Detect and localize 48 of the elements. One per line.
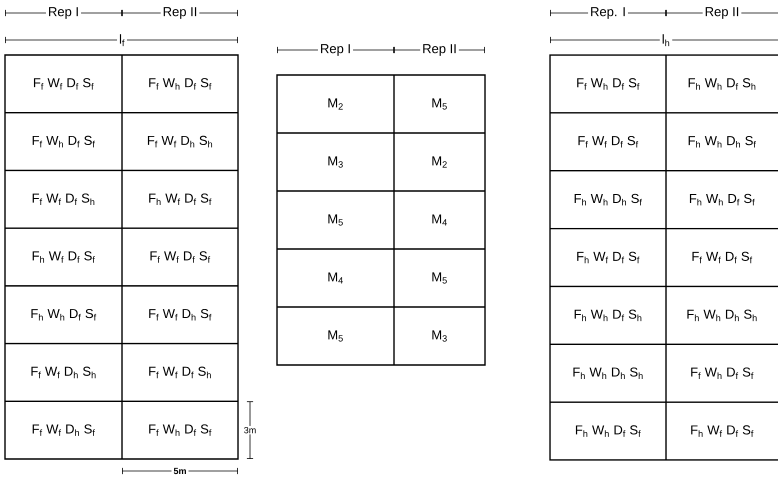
plot-label: M$_{4}$ (328, 272, 343, 284)
dimension-label: l$_{f}$ (117, 32, 127, 48)
plot-label: F$_{f}$ W$_{f}$ D$_{h}$ S$_{f}$ (32, 424, 95, 436)
plot-label: F$_{f}$ W$_{h}$ D$_{f}$ S$_{f}$ (149, 78, 212, 90)
plot-label: F$_{f}$ W$_{f}$ D$_{f}$ S$_{h}$ (149, 366, 211, 378)
plot-label: F$_{h}$ W$_{h}$ D$_{f}$ S$_{h}$ (574, 310, 642, 322)
plot-label: F$_{h}$ W$_{f}$ D$_{f}$ S$_{f}$ (32, 251, 95, 263)
dimension-label: l$_{h}$ (660, 32, 672, 48)
dimension-label: 3m (242, 426, 258, 434)
plot-label: M$_{3}$ (432, 330, 447, 342)
plot-label: F$_{f}$ W$_{h}$ D$_{f}$ S$_{f}$ (577, 78, 640, 90)
plot-label: F$_{f}$ W$_{f}$ D$_{h}$ S$_{h}$ (31, 366, 96, 378)
dimension-label: Rep. I (588, 5, 628, 21)
dimension-label: Rep II (702, 5, 742, 21)
dimension-label: Rep II (160, 5, 200, 21)
plot-label: F$_{h}$ W$_{f}$ D$_{f}$ S$_{f}$ (149, 194, 212, 206)
plot-label: F$_{f}$ W$_{f}$ D$_{f}$ S$_{f}$ (692, 252, 752, 264)
plot-label: F$_{f}$ W$_{f}$ D$_{f}$ S$_{f}$ (578, 136, 638, 148)
plot-label: F$_{h}$ W$_{h}$ D$_{f}$ S$_{f}$ (576, 425, 641, 437)
plot-label: F$_{h}$ W$_{f}$ D$_{f}$ S$_{f}$ (691, 425, 754, 437)
plot-label: F$_{h}$ W$_{h}$ D$_{h}$ S$_{h}$ (687, 310, 757, 322)
plot-label: M$_{2}$ (432, 156, 447, 168)
dimension-label: Rep I (46, 5, 82, 21)
plot-label: M$_{3}$ (328, 156, 343, 168)
plot-label: F$_{f}$ W$_{f}$ D$_{f}$ S$_{f}$ (150, 251, 210, 263)
plot-label: F$_{h}$ W$_{h}$ D$_{f}$ S$_{f}$ (690, 194, 755, 206)
dimension-label: 5m (172, 466, 188, 476)
plot-label: F$_{f}$ W$_{f}$ D$_{f}$ S$_{h}$ (32, 194, 94, 206)
plot-label: F$_{h}$ W$_{h}$ D$_{h}$ S$_{h}$ (573, 367, 643, 379)
plot-label: F$_{h}$ W$_{h}$ D$_{f}$ S$_{h}$ (688, 78, 756, 90)
plot-label: M$_{5}$ (328, 330, 343, 342)
plot-label: F$_{h}$ W$_{f}$ D$_{f}$ S$_{f}$ (577, 252, 640, 264)
plot-label: F$_{f}$ W$_{h}$ D$_{f}$ S$_{f}$ (691, 367, 754, 379)
dimension-label: Rep I (318, 42, 354, 58)
dimension-label: Rep II (420, 42, 459, 58)
plot-label: F$_{f}$ W$_{f}$ D$_{h}$ S$_{h}$ (148, 136, 212, 148)
plot-label: F$_{h}$ W$_{h}$ D$_{f}$ S$_{f}$ (31, 308, 96, 320)
plot-label: M$_{4}$ (432, 214, 447, 226)
plot-label: M$_{5}$ (432, 272, 447, 284)
plot-label: F$_{f}$ W$_{f}$ D$_{h}$ S$_{f}$ (149, 308, 212, 320)
plot-label: M$_{5}$ (328, 214, 343, 226)
plot-label: F$_{h}$ W$_{h}$ D$_{h}$ S$_{f}$ (688, 136, 756, 148)
plot-label: M$_{2}$ (328, 98, 343, 110)
plot-label: F$_{h}$ W$_{h}$ D$_{h}$ S$_{f}$ (574, 194, 642, 206)
plot-label: F$_{f}$ W$_{f}$ D$_{f}$ S$_{f}$ (34, 78, 94, 90)
plot-label: M$_{5}$ (432, 98, 447, 110)
plot-label: F$_{f}$ W$_{h}$ D$_{f}$ S$_{f}$ (32, 136, 95, 148)
plot-label: F$_{f}$ W$_{h}$ D$_{f}$ S$_{f}$ (149, 424, 212, 436)
